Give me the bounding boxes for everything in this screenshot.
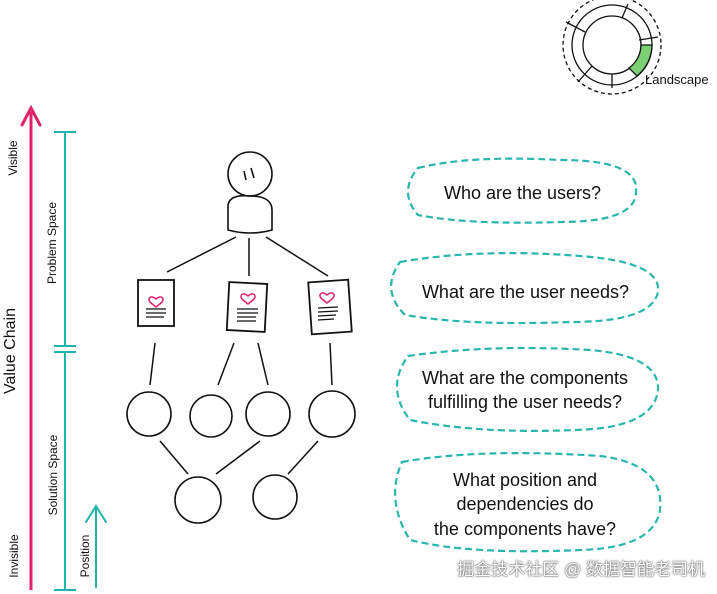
question-user-needs: What are the user needs?	[421, 282, 630, 302]
landscape-icon	[562, 0, 662, 95]
position-arrow	[85, 504, 107, 588]
needs-to-components-links	[149, 342, 333, 386]
solution-space-label: Solution Space	[46, 434, 60, 516]
question-users: Who are the users?	[443, 183, 602, 203]
question-bubble-2	[390, 251, 660, 325]
problem-space-label: Problem Space	[45, 201, 59, 285]
user-to-needs-links	[166, 236, 329, 277]
component-nodes-top	[126, 390, 356, 438]
question-position: What position and dependencies do the co…	[433, 470, 617, 539]
visible-label: Visible	[6, 140, 20, 176]
problem-space-bracket	[54, 131, 76, 347]
question-components: What are the components fulfilling the u…	[421, 368, 629, 413]
question-bubbles	[390, 157, 662, 553]
value-chain-label: Value Chain	[2, 308, 19, 394]
solution-space-bracket	[54, 351, 76, 591]
value-chain-arrow	[20, 104, 42, 590]
invisible-label: Invisible	[7, 534, 21, 578]
need-doc-1	[137, 279, 175, 327]
question-bubble-3	[395, 346, 660, 432]
position-label: Position	[78, 534, 92, 578]
component-nodes-bottom	[174, 474, 298, 524]
component-dependency-links	[159, 440, 319, 475]
need-doc-2	[225, 281, 269, 333]
landscape-label: Landscape	[645, 72, 709, 87]
watermark: 掘金技术社区 @ 数据智能老司机	[457, 560, 705, 579]
question-bubble-4	[394, 452, 662, 553]
question-bubble-1	[406, 157, 638, 224]
need-doc-3	[307, 278, 353, 336]
user-icon	[227, 151, 273, 234]
